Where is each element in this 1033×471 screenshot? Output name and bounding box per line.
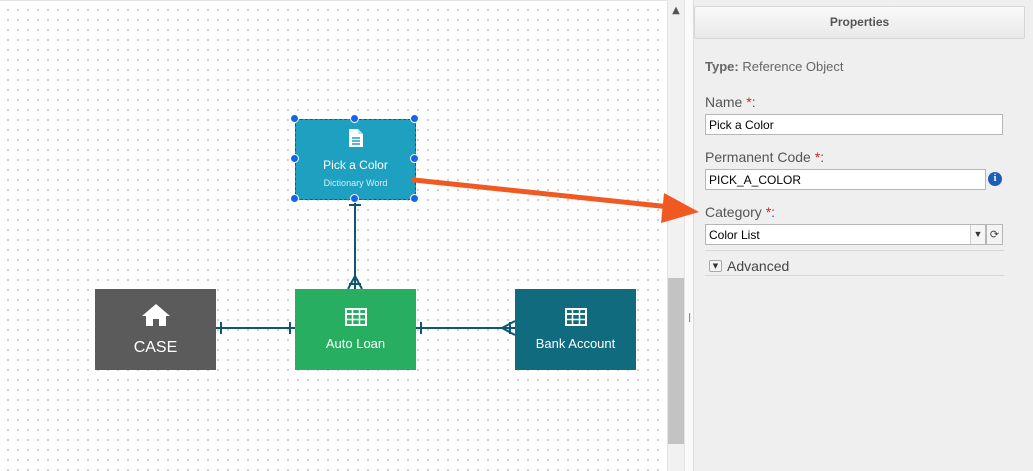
label-suffix: : [771, 204, 776, 220]
entity-bank-account[interactable]: Bank Account [515, 289, 636, 370]
entity-label: CASE [133, 339, 178, 356]
resize-handle[interactable] [290, 114, 299, 123]
home-icon [95, 303, 216, 331]
table-icon [515, 308, 636, 330]
resize-handle[interactable] [410, 154, 419, 163]
name-label-text: Name [705, 94, 743, 110]
advanced-label: Advanced [727, 258, 790, 274]
resize-handle[interactable] [350, 114, 359, 123]
entity-auto-loan[interactable]: Auto Loan [295, 289, 416, 370]
resize-handle[interactable] [410, 114, 419, 123]
resize-handle[interactable] [350, 194, 359, 203]
code-label: Permanent Code *: [705, 149, 824, 165]
grip-icon: || [687, 313, 697, 323]
entity-sublabel: Dictionary Word [323, 178, 388, 188]
code-label-text: Permanent Code [705, 149, 811, 165]
category-value: Color List [709, 228, 760, 242]
label-suffix: : [820, 149, 825, 165]
resize-handle[interactable] [410, 194, 419, 203]
entity-label: Auto Loan [325, 336, 386, 351]
required-mark: * [814, 149, 821, 165]
category-label: Category *: [705, 204, 775, 220]
diagram-canvas[interactable]: CASE Auto Loan [0, 0, 667, 471]
canvas-scrollbar[interactable]: ▲ [667, 0, 684, 471]
entity-label: Pick a Color [323, 158, 388, 172]
scrollbar-thumb[interactable] [668, 278, 684, 444]
properties-header: Properties [694, 6, 1025, 39]
type-value: Reference Object [742, 59, 844, 74]
panel-splitter[interactable]: || [684, 0, 697, 471]
document-icon [296, 128, 415, 152]
resize-handle[interactable] [290, 154, 299, 163]
label-suffix: : [751, 94, 756, 110]
type-label: Type: [705, 59, 739, 74]
permanent-code-field[interactable]: PICK_A_COLOR [705, 169, 986, 190]
entity-label: Bank Account [535, 336, 616, 351]
resize-handle[interactable] [290, 194, 299, 203]
category-select[interactable]: Color List ▼ [705, 224, 986, 245]
entity-case[interactable]: CASE [95, 289, 216, 370]
required-mark: * [765, 204, 772, 220]
diagram-links [216, 200, 516, 336]
required-mark: * [746, 94, 752, 110]
chevron-down-icon[interactable]: ▼ [970, 225, 985, 244]
category-label-text: Category [705, 204, 762, 220]
scroll-up-arrow-icon[interactable]: ▲ [672, 5, 680, 16]
refresh-icon[interactable]: ⟳ [986, 224, 1003, 245]
table-icon [295, 308, 416, 330]
expand-toggle-icon[interactable]: ▼ [709, 260, 722, 272]
advanced-section[interactable]: ▼ Advanced [705, 250, 1004, 276]
name-label: Name *: [705, 94, 756, 110]
properties-panel: Properties Type: Reference Object Name *… [693, 0, 1033, 471]
name-field[interactable]: Pick a Color [705, 114, 1003, 135]
type-line: Type: Reference Object [705, 59, 844, 74]
info-icon[interactable]: i [988, 172, 1002, 186]
